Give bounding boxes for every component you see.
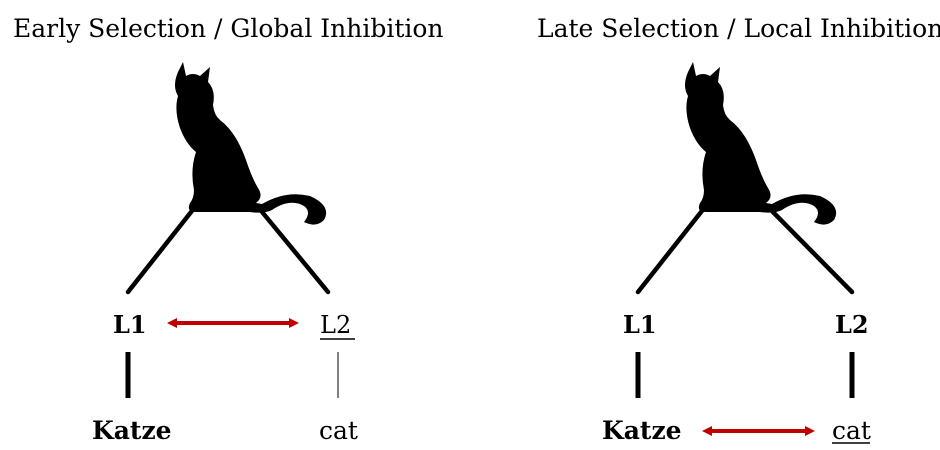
word-l2: cat bbox=[319, 416, 358, 445]
panel-title: Early Selection / Global Inhibition bbox=[13, 14, 444, 43]
node-l1: L1 bbox=[623, 310, 657, 339]
node-l2: L2 bbox=[835, 310, 869, 339]
word-l1: Katze bbox=[602, 416, 682, 445]
node-l2: L2 bbox=[320, 311, 351, 339]
cat-silhouette-icon bbox=[175, 62, 327, 225]
panel-title: Late Selection / Local Inhibition bbox=[537, 14, 940, 43]
panel-late-selection: Late Selection / Local Inhibition L1 L2 … bbox=[537, 14, 940, 445]
cat-silhouette-icon bbox=[685, 62, 837, 225]
node-l1: L1 bbox=[113, 310, 147, 339]
link-concept-to-l2 bbox=[255, 204, 331, 295]
word-l1: Katze bbox=[92, 416, 172, 445]
link-concept-to-l2 bbox=[765, 204, 855, 295]
panel-early-selection: Early Selection / Global Inhibition L1 L… bbox=[13, 14, 444, 445]
word-l2: cat bbox=[832, 416, 871, 445]
link-concept-to-l1 bbox=[125, 204, 198, 295]
link-concept-to-l1 bbox=[635, 204, 708, 295]
